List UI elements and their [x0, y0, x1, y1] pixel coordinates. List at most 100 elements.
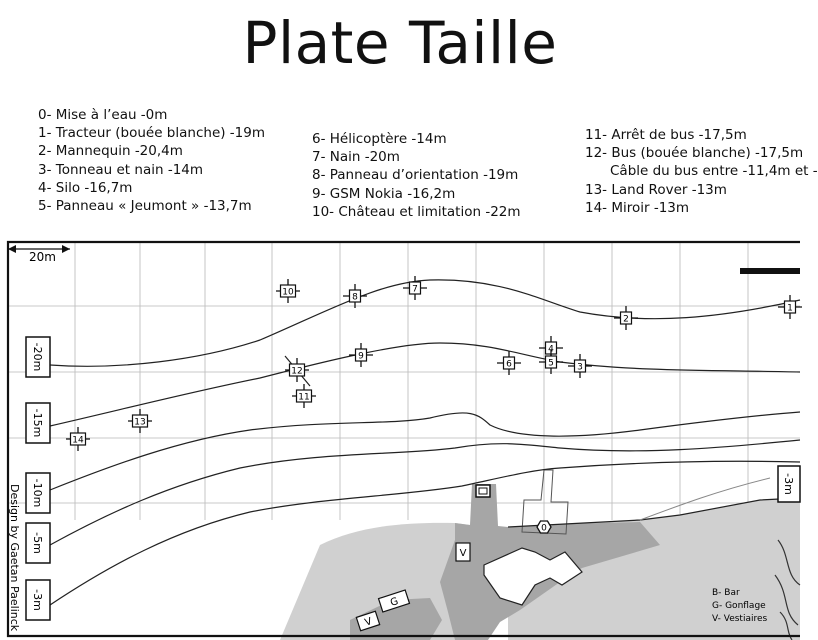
- svg-text:-3m: -3m: [31, 589, 44, 611]
- marker-label: 12: [291, 367, 302, 377]
- marker-label: 4: [548, 345, 554, 355]
- legend-item: 13- Land Rover -13m: [585, 181, 727, 198]
- marker-label: 1: [787, 304, 793, 314]
- svg-text:-15m: -15m: [31, 409, 44, 438]
- marker-box: [348, 289, 362, 303]
- depth-label-3: -3m: [25, 579, 51, 621]
- marker-box: [783, 300, 797, 314]
- design-credit: Design by Gaetan Paelinck: [8, 484, 21, 632]
- legend-item: 12- Bus (bouée blanche) -17,5m: [585, 145, 804, 162]
- marker-box: [69, 432, 87, 446]
- legend-column-3: 11- Arrêt de bus -17,5m 12- Bus (bouée b…: [585, 126, 818, 217]
- marker-box: [295, 389, 313, 403]
- legend-item: 11- Arrêt de bus -17,5m: [585, 127, 747, 143]
- bar-building: [483, 547, 583, 606]
- marker-box: [573, 359, 587, 373]
- page-title: Plate Taille: [242, 9, 558, 77]
- legend-item: 8- Panneau d’orientation -19m: [312, 167, 519, 184]
- svg-text:0: 0: [541, 524, 547, 534]
- building-g: G: [377, 589, 411, 613]
- svg-text:G: G: [389, 596, 400, 609]
- scale-arrow-head: [62, 245, 70, 253]
- contour-line: [49, 460, 801, 606]
- legend-item: 0- Mise à l’eau -0m: [38, 107, 168, 123]
- marker-14[interactable]: 14: [66, 427, 90, 451]
- marker-9[interactable]: 9: [349, 343, 373, 367]
- contour-line: [49, 439, 801, 546]
- legend-item: 10- Château et limitation -22m: [312, 203, 521, 220]
- legend-column-2: 6- Hélicoptère -14m 7- Nain -20m 8- Pann…: [312, 130, 521, 221]
- depth-label-15: -15m: [25, 402, 51, 444]
- marker-label: 11: [298, 393, 309, 403]
- legend-item: 4- Silo -16,7m: [38, 179, 133, 196]
- dive-site-map: 20m -20m -15m -10m -5m -3m -3m Design by…: [6, 240, 802, 640]
- legend-item: 5- Panneau « Jeumont » -13,7m: [38, 197, 252, 214]
- legend-item: 2- Mannequin -20,4m: [38, 143, 183, 160]
- svg-text:-10m: -10m: [31, 479, 44, 508]
- shore-dark-area: [350, 598, 442, 640]
- contour-line: [49, 279, 801, 367]
- scale-arrow-head: [8, 245, 16, 253]
- depth-contours: [49, 279, 801, 606]
- launch-ramp: [521, 469, 569, 535]
- marker-10[interactable]: 10: [276, 279, 300, 303]
- marker-label: 9: [358, 352, 364, 362]
- marker-12[interactable]: 12: [285, 358, 309, 382]
- jetty-line: [639, 477, 771, 521]
- marker-box: [619, 311, 633, 325]
- marker-box: [354, 348, 368, 362]
- marker-label: 6: [506, 360, 512, 370]
- depth-label-20: -20m: [25, 336, 51, 378]
- marker-label: 3: [577, 363, 583, 373]
- contour-line: [49, 342, 801, 427]
- marker-8[interactable]: 8: [343, 284, 367, 308]
- marker-6[interactable]: 6: [497, 351, 521, 375]
- marker-box: [502, 356, 516, 370]
- building-legend-item: G- Gonflage: [712, 601, 766, 611]
- marker-label: 7: [412, 285, 418, 295]
- legend-item: 3- Tonneau et nain -14m: [38, 161, 204, 178]
- svg-text:V: V: [460, 548, 467, 559]
- building-legend-item: B- Bar: [712, 588, 740, 598]
- depth-label-5: -5m: [25, 522, 51, 564]
- legend-item: 7- Nain -20m: [312, 149, 400, 166]
- marker-label: 8: [352, 293, 358, 303]
- marker-box: [131, 414, 149, 428]
- marker-7[interactable]: 7: [403, 276, 427, 300]
- legend-item: 1- Tracteur (bouée blanche) -19m: [38, 125, 266, 142]
- depth-label-right: -3m: [777, 465, 801, 503]
- marker-label: 2: [623, 315, 629, 325]
- contour-line: [49, 411, 801, 491]
- marker-3[interactable]: 3: [568, 354, 592, 378]
- map-frame: [6, 240, 800, 638]
- legend-item: 14- Miroir -13m: [585, 199, 690, 216]
- marker-0[interactable]: 0: [536, 520, 552, 534]
- marker-label: 10: [282, 288, 294, 298]
- legend-item: 9- GSM Nokia -16,2m: [312, 185, 456, 202]
- marker-label: 13: [134, 418, 145, 428]
- building-legend-item: V- Vestiaires: [712, 614, 768, 624]
- svg-text:-3m: -3m: [782, 473, 795, 495]
- marker-box: [288, 363, 306, 377]
- marker-box: [544, 355, 558, 369]
- marker-1[interactable]: 1: [778, 295, 802, 319]
- marker-box: [279, 284, 297, 298]
- tower-inner: [478, 487, 488, 495]
- marker-13[interactable]: 13: [128, 409, 152, 433]
- marker-box: [408, 281, 422, 295]
- marker-label: 14: [72, 436, 84, 446]
- shore-outline: [507, 497, 801, 528]
- legend-item: 6- Hélicoptère -14m: [312, 131, 447, 147]
- svg-text:-5m: -5m: [31, 532, 44, 554]
- marker-2[interactable]: 2: [614, 306, 638, 330]
- svg-text:-20m: -20m: [31, 343, 44, 372]
- building-v-2: V: [355, 610, 381, 632]
- marker-11[interactable]: 11: [292, 384, 316, 408]
- marker-5[interactable]: 5: [539, 350, 563, 374]
- building-v-1: V: [455, 542, 471, 562]
- scale-label: 20m: [29, 250, 56, 264]
- rocks-outline: [774, 539, 801, 640]
- scale-bar: [740, 268, 800, 274]
- legend-column-1: 0- Mise à l’eau -0m 1- Tracteur (bouée b…: [38, 106, 265, 215]
